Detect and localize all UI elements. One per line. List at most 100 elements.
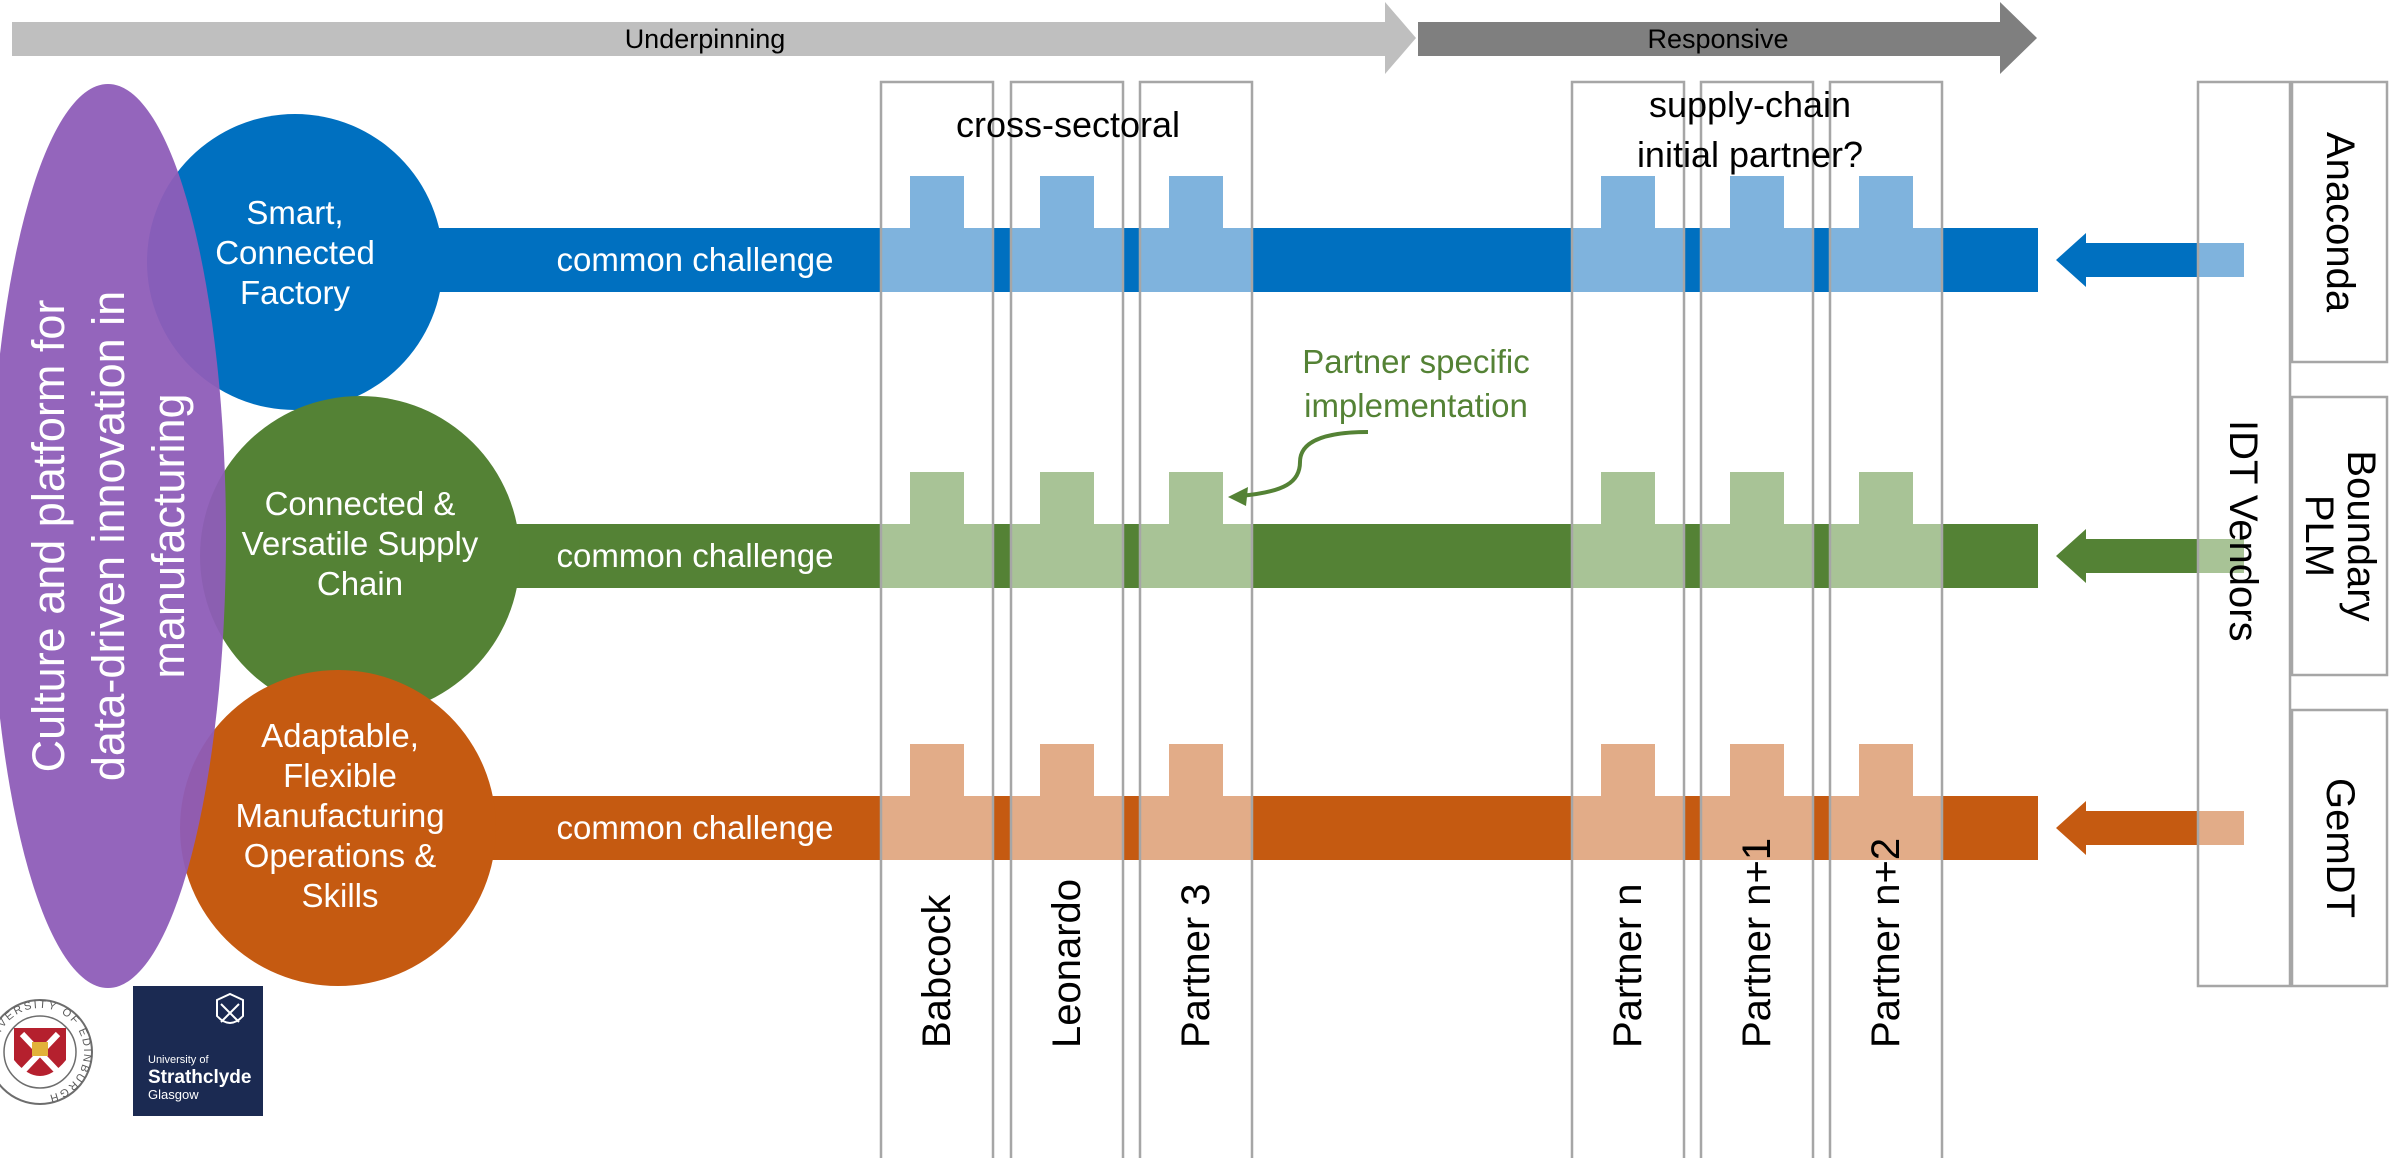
partner-block-operations bbox=[1572, 796, 1684, 860]
theme-label-operations: Flexible bbox=[283, 757, 397, 794]
responsive-arrow bbox=[1418, 2, 2037, 74]
partner-label: Partner n bbox=[1606, 883, 1650, 1048]
annotation-connector bbox=[1239, 430, 1369, 498]
partner-column[interactable] bbox=[1699, 80, 1815, 1163]
idt-vendors-frame bbox=[2196, 80, 2292, 988]
annotation-text-line2: implementation bbox=[1304, 387, 1528, 424]
partner-tab-factory bbox=[1169, 176, 1223, 228]
partner-block-factory bbox=[881, 228, 993, 292]
annotation-text: Partner specific bbox=[1302, 343, 1529, 380]
partner-label: Babcock bbox=[915, 894, 959, 1048]
underpinning-label: Underpinning bbox=[625, 24, 786, 54]
theme-label-factory: Connected bbox=[215, 234, 375, 271]
partner-block-supply bbox=[1701, 524, 1813, 588]
partner-tab-operations bbox=[1040, 744, 1094, 796]
partner-tab-operations bbox=[1601, 744, 1655, 796]
partner-block-operations bbox=[1011, 796, 1123, 860]
partner-block-factory bbox=[1572, 228, 1684, 292]
partner-tab-factory bbox=[1601, 176, 1655, 228]
partner-tab-operations bbox=[910, 744, 964, 796]
theme-label-operations: Manufacturing bbox=[235, 797, 444, 834]
culture-text: data-driven innovation in bbox=[83, 291, 134, 781]
partner-label-group: Babcock bbox=[915, 894, 959, 1048]
partner-label-group: Partner n+2 bbox=[1864, 838, 1908, 1048]
supply-chain-label: supply-chain bbox=[1649, 84, 1851, 125]
partner-column[interactable] bbox=[1570, 80, 1686, 1163]
partner-label: Partner 3 bbox=[1174, 883, 1218, 1048]
strathclyde-text: Glasgow bbox=[148, 1087, 199, 1102]
theme-label-operations: Adaptable, bbox=[261, 717, 419, 754]
vendor-label-group: GemDT bbox=[2318, 778, 2362, 918]
partner-block-supply bbox=[1830, 524, 1942, 588]
partner-tab-supply bbox=[1601, 472, 1655, 524]
culture-text: manufacturing bbox=[143, 393, 194, 678]
vendor-arrow-tail-factory bbox=[2198, 243, 2244, 277]
vendor-label-group: Anaconda bbox=[2318, 132, 2362, 313]
vendor-label: GemDT bbox=[2318, 778, 2362, 918]
vendor-arrow-factory bbox=[2056, 233, 2198, 287]
vendor-label: Anaconda bbox=[2318, 132, 2362, 313]
strathclyde-crest-icon bbox=[216, 992, 244, 1024]
partner-tab-supply bbox=[1169, 472, 1223, 524]
idt-vendors-label-group: IDT Vendors bbox=[2221, 420, 2265, 642]
theme-label-supply: Connected & bbox=[265, 485, 456, 522]
theme-label-supply: Chain bbox=[317, 565, 403, 602]
partner-block-supply bbox=[1140, 524, 1252, 588]
vendor-arrow-operations bbox=[2056, 801, 2198, 855]
strathclyde-crest-detail bbox=[220, 1003, 240, 1023]
partner-tab-factory bbox=[1040, 176, 1094, 228]
vendor-arrow-tail-operations bbox=[2198, 811, 2244, 845]
partner-block-supply bbox=[1011, 524, 1123, 588]
strathclyde-text: University of bbox=[148, 1054, 209, 1066]
partner-block-operations bbox=[1830, 796, 1942, 860]
partner-block-operations bbox=[1140, 796, 1252, 860]
partner-column[interactable] bbox=[879, 80, 995, 1163]
partner-tab-operations bbox=[1169, 744, 1223, 796]
partner-column[interactable] bbox=[1009, 80, 1125, 1163]
vendor-box[interactable] bbox=[2290, 80, 2389, 364]
vendor-arrow-supply bbox=[2056, 529, 2198, 583]
vendor-label: Boundary bbox=[2339, 450, 2383, 621]
theme-circle-supply bbox=[200, 396, 520, 716]
partner-label-group: Partner n+1 bbox=[1735, 838, 1779, 1048]
strathclyde-logo bbox=[133, 986, 263, 1116]
culture-text: Culture and platform for bbox=[23, 300, 74, 773]
challenge-label-supply: common challenge bbox=[557, 537, 834, 574]
theme-label-operations: Skills bbox=[301, 877, 378, 914]
theme-circle-factory bbox=[147, 114, 443, 410]
partner-tab-factory bbox=[910, 176, 964, 228]
partner-tab-factory bbox=[1859, 176, 1913, 228]
partner-tab-supply bbox=[1040, 472, 1094, 524]
partner-block-supply bbox=[881, 524, 993, 588]
culture-ellipse bbox=[0, 84, 226, 988]
partner-label-group: Partner n bbox=[1606, 883, 1650, 1048]
underpinning-arrow bbox=[12, 2, 1416, 74]
responsive-label: Responsive bbox=[1647, 24, 1788, 54]
partner-block-factory bbox=[1701, 228, 1813, 292]
theme-label-factory: Smart, bbox=[246, 194, 343, 231]
supply-chain-label-line2: initial partner? bbox=[1637, 134, 1863, 175]
partner-tab-supply bbox=[1859, 472, 1913, 524]
vendor-arrow-tail-supply bbox=[2198, 539, 2244, 573]
vendor-box[interactable] bbox=[2290, 395, 2389, 677]
partner-label: Partner n+2 bbox=[1864, 838, 1908, 1048]
theme-label-supply: Versatile Supply bbox=[242, 525, 479, 562]
partner-label-group: Partner 3 bbox=[1174, 883, 1218, 1048]
partner-block-factory bbox=[1830, 228, 1942, 292]
partner-column[interactable] bbox=[1828, 80, 1944, 1163]
strathclyde-text: Strathclyde bbox=[148, 1067, 251, 1088]
partner-label: Partner n+1 bbox=[1735, 838, 1779, 1048]
partner-block-operations bbox=[881, 796, 993, 860]
theme-label-factory: Factory bbox=[240, 274, 351, 311]
edinburgh-book bbox=[32, 1042, 48, 1056]
partner-tab-supply bbox=[1730, 472, 1784, 524]
challenge-label-factory: common challenge bbox=[557, 241, 834, 278]
theme-label-operations: Operations & bbox=[244, 837, 437, 874]
theme-circle-operations bbox=[180, 670, 496, 986]
partner-column[interactable] bbox=[1138, 80, 1254, 1163]
cross-sectoral-label: cross-sectoral bbox=[956, 104, 1180, 145]
vendor-box[interactable] bbox=[2290, 708, 2389, 988]
